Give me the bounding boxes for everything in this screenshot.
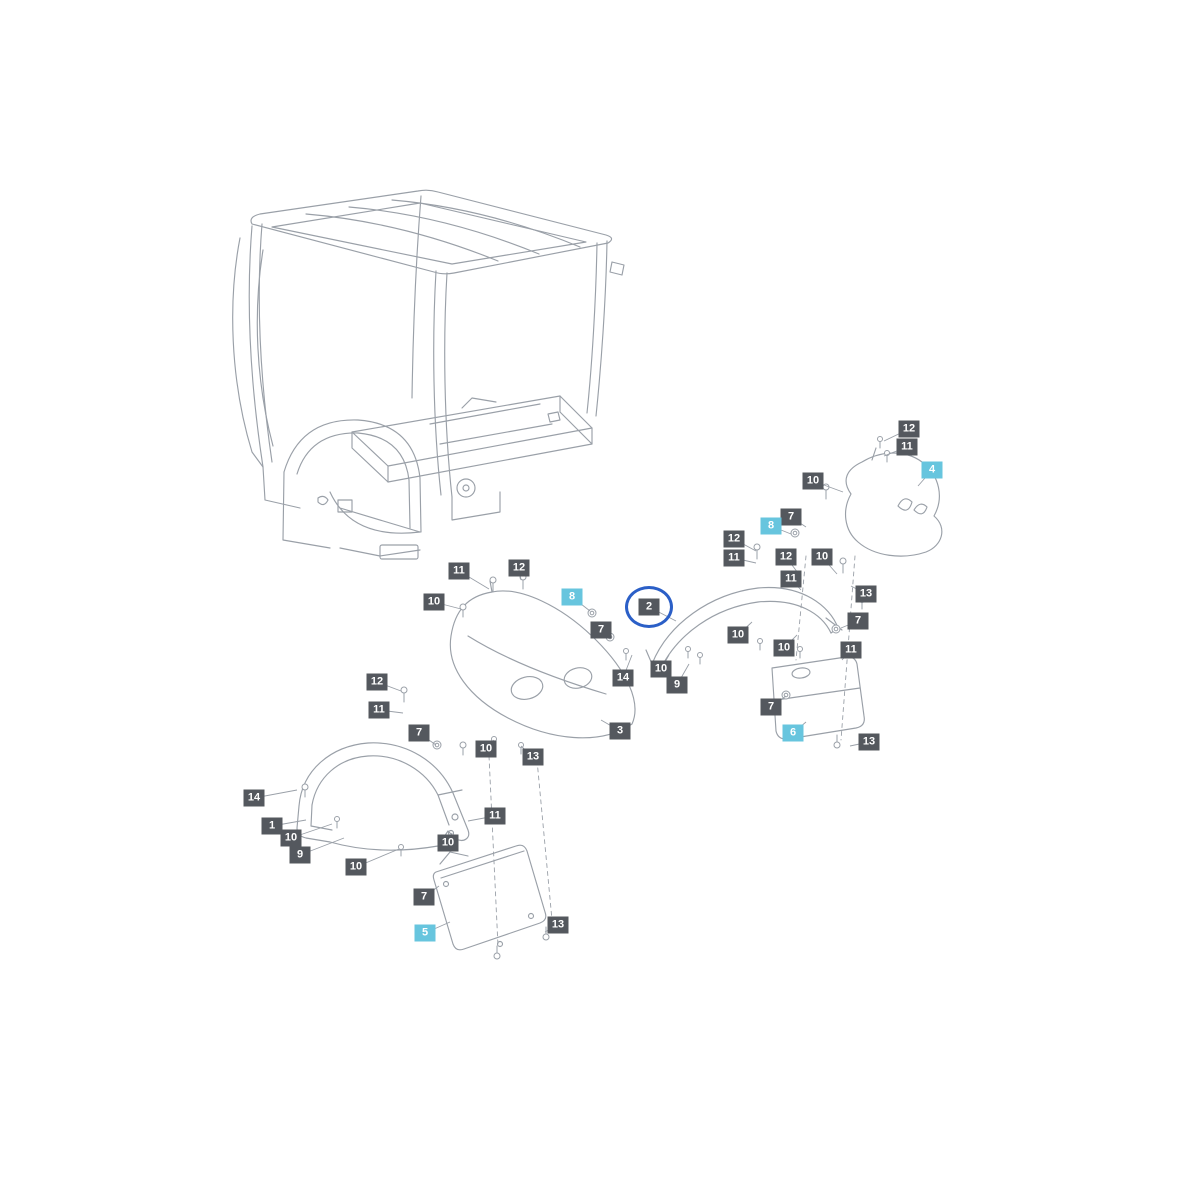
part-label-1-35: 1 xyxy=(261,817,283,835)
part-label-12-31: 12 xyxy=(366,673,388,691)
part-label-5-42: 5 xyxy=(414,924,436,942)
part-label-10-38: 10 xyxy=(345,858,367,876)
cab-frame-drawing xyxy=(232,189,625,560)
part-label-11-16: 11 xyxy=(840,641,862,659)
part-label-10-36: 10 xyxy=(280,829,302,847)
highlight-circle xyxy=(625,586,673,628)
part-label-14-17: 14 xyxy=(612,669,634,687)
fender-left-drawing xyxy=(296,742,470,851)
part-label-9-19: 9 xyxy=(666,676,688,694)
part-label-13-43: 13 xyxy=(547,916,569,934)
part-label-11-10: 11 xyxy=(780,570,802,588)
part-label-7-27: 7 xyxy=(590,621,612,639)
part-label-11-32: 11 xyxy=(368,701,390,719)
part-label-8-26: 8 xyxy=(561,588,583,606)
part-label-10-40: 10 xyxy=(437,834,459,852)
part-label-10-14: 10 xyxy=(727,626,749,644)
part-label-11-7: 11 xyxy=(723,549,745,567)
part-label-8-5: 8 xyxy=(760,517,782,535)
part-label-4-3: 4 xyxy=(921,461,943,479)
part-label-12-8: 12 xyxy=(775,548,797,566)
part-label-11-23: 11 xyxy=(448,562,470,580)
part-label-11-39: 11 xyxy=(484,807,506,825)
part-label-3-28: 3 xyxy=(609,722,631,740)
panel-bottom-drawing xyxy=(432,844,547,951)
part-label-6-21: 6 xyxy=(782,724,804,742)
part-label-10-15: 10 xyxy=(773,639,795,657)
part-label-11-1: 11 xyxy=(896,438,918,456)
part-label-7-41: 7 xyxy=(413,888,435,906)
part-label-13-11: 13 xyxy=(855,585,877,603)
part-label-10-29: 10 xyxy=(475,740,497,758)
part-label-7-4: 7 xyxy=(780,508,802,526)
part-label-12-24: 12 xyxy=(508,559,530,577)
part-label-7-12: 7 xyxy=(847,612,869,630)
part-label-13-22: 13 xyxy=(858,733,880,751)
part-label-12-0: 12 xyxy=(898,420,920,438)
part-label-10-18: 10 xyxy=(650,660,672,678)
part-label-13-30: 13 xyxy=(522,748,544,766)
fender-center-drawing xyxy=(449,580,636,739)
part-label-9-37: 9 xyxy=(289,846,311,864)
part-label-10-25: 10 xyxy=(423,593,445,611)
part-label-12-6: 12 xyxy=(723,530,745,548)
part-label-10-2: 10 xyxy=(802,472,824,490)
part-label-7-33: 7 xyxy=(408,724,430,742)
part-label-14-34: 14 xyxy=(243,789,265,807)
part-label-10-9: 10 xyxy=(811,548,833,566)
part-label-7-20: 7 xyxy=(760,698,782,716)
